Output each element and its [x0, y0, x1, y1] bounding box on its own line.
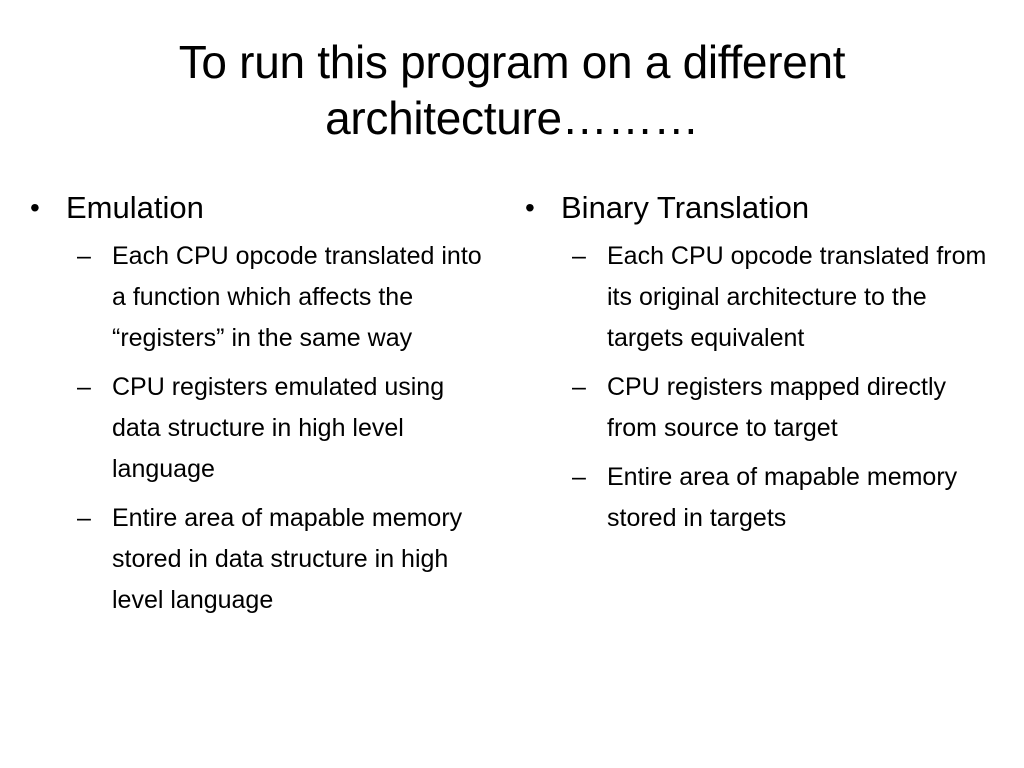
binary-translation-bullet: • Binary Translation — [521, 188, 1001, 228]
emulation-sub-text: Each CPU opcode translated into a functi… — [112, 242, 482, 352]
emulation-sub-item: – Entire area of mapable memory stored i… — [26, 498, 496, 621]
bullet-dot-icon: • — [30, 192, 40, 223]
binary-translation-sub-text: Entire area of mapable memory stored in … — [607, 463, 958, 532]
dash-icon: – — [77, 373, 91, 401]
dash-icon: – — [572, 463, 586, 491]
binary-translation-heading: Binary Translation — [561, 190, 810, 225]
dash-icon: – — [572, 373, 586, 401]
emulation-sub-text: CPU registers emulated using data struct… — [112, 373, 445, 483]
binary-translation-sub-item: – Each CPU opcode translated from its or… — [521, 236, 1001, 359]
binary-translation-sub-item: – CPU registers mapped directly from sou… — [521, 367, 1001, 449]
dash-icon: – — [572, 242, 586, 270]
emulation-sub-item: – CPU registers emulated using data stru… — [26, 367, 496, 490]
binary-translation-sub-list: – Each CPU opcode translated from its or… — [521, 236, 1001, 539]
binary-translation-sub-text: Each CPU opcode translated from its orig… — [607, 242, 987, 352]
emulation-bullet: • Emulation — [26, 188, 496, 228]
slide-title-line-1: To run this program on a different — [178, 36, 846, 88]
binary-translation-sub-item: – Entire area of mapable memory stored i… — [521, 457, 1001, 539]
emulation-column: • Emulation – Each CPU opcode translated… — [26, 188, 496, 629]
binary-translation-sub-text: CPU registers mapped directly from sourc… — [607, 373, 947, 442]
emulation-sub-text: Entire area of mapable memory stored in … — [112, 504, 463, 614]
emulation-sub-item: – Each CPU opcode translated into a func… — [26, 236, 496, 359]
emulation-heading: Emulation — [66, 190, 204, 225]
dash-icon: – — [77, 504, 91, 532]
slide-title: To run this program on a different archi… — [40, 34, 984, 146]
emulation-sub-list: – Each CPU opcode translated into a func… — [26, 236, 496, 621]
dash-icon: – — [77, 242, 91, 270]
slide-title-line-2: architecture……… — [325, 92, 699, 144]
binary-translation-column: • Binary Translation – Each CPU opcode t… — [521, 188, 1001, 547]
bullet-dot-icon: • — [525, 192, 535, 223]
